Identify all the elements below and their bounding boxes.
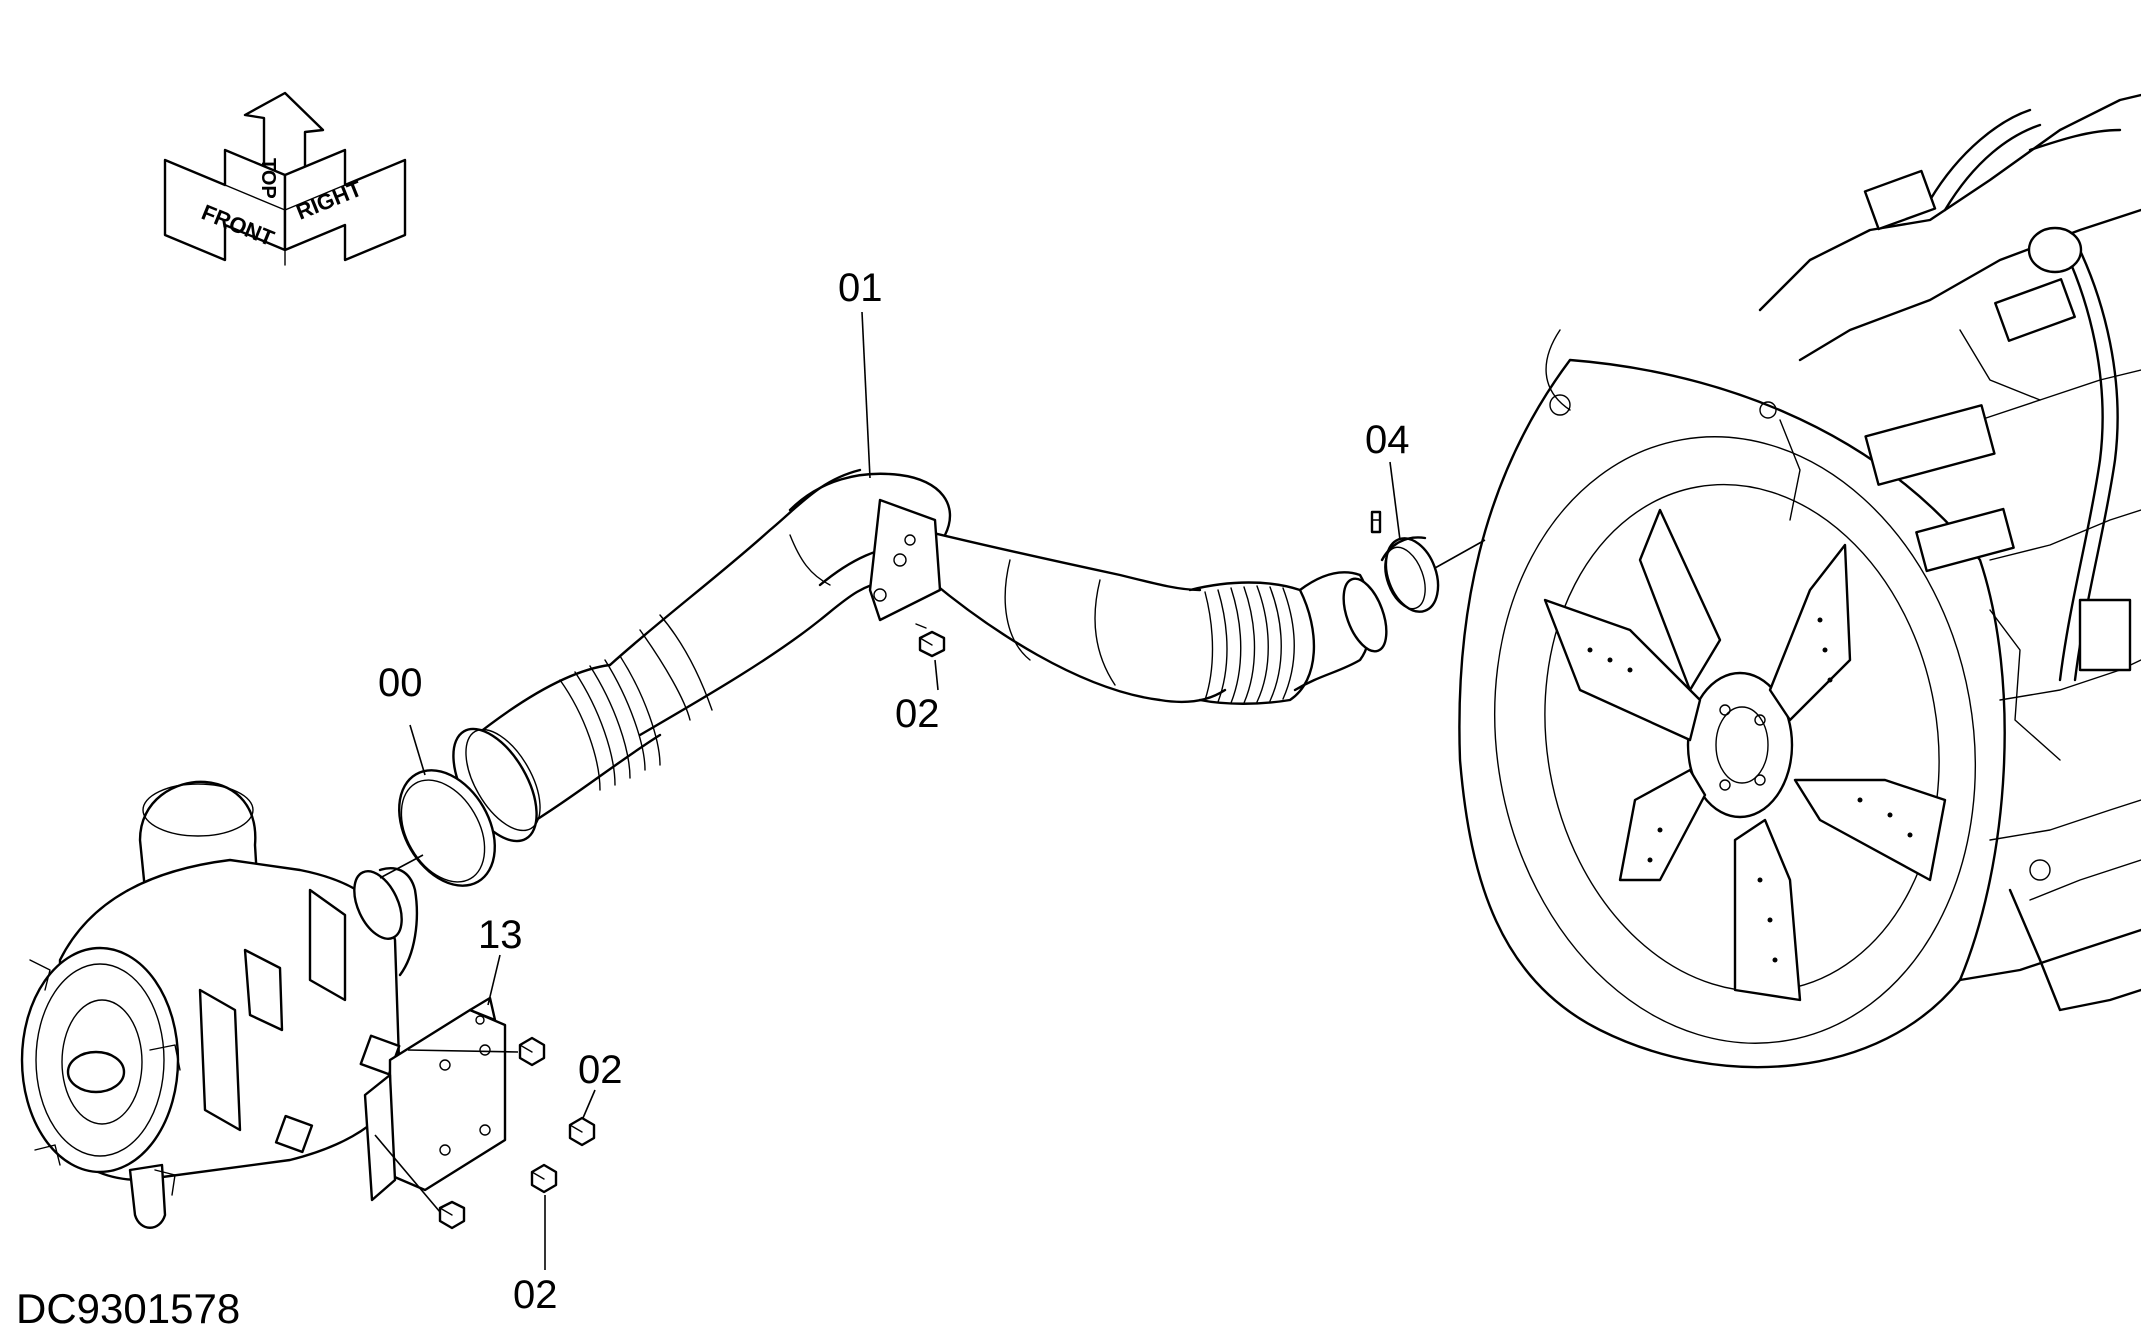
leader-lines: [374, 311, 1486, 1270]
bolt-icon: [530, 1163, 558, 1194]
fan-blade: [1733, 818, 1802, 1002]
leader-line-02e: [374, 1134, 441, 1213]
callout-00[interactable]: 00: [378, 661, 423, 705]
callout-01[interactable]: 01: [838, 266, 883, 310]
leader-line-01: [861, 311, 871, 479]
leader-line-04: [1389, 461, 1401, 541]
engine-assembly: [1458, 93, 2141, 1069]
leader-line-00b: [379, 854, 424, 879]
intake-duct: [452, 468, 1388, 843]
bolt-icon: [438, 1200, 466, 1230]
bolt-icon: [518, 1036, 546, 1067]
leader-line-02a: [934, 659, 939, 691]
callout-13[interactable]: 13: [478, 913, 523, 957]
drawing-number: DC9301578: [16, 1285, 241, 1332]
leader-line-13: [487, 954, 501, 1006]
bellows: [1188, 581, 1316, 705]
fan-blade: [1618, 768, 1707, 882]
leader-line-04b: [1434, 539, 1486, 569]
callout-02[interactable]: 02: [578, 1048, 623, 1092]
top-label: TOP: [257, 158, 279, 199]
leader-line-02b: [582, 1089, 596, 1119]
hose-clamp-00: [398, 769, 496, 887]
orientation-indicator-icon: FRONT RIGHT TOP: [163, 91, 407, 266]
fan-blade: [1768, 543, 1852, 722]
callout-02[interactable]: 02: [513, 1273, 558, 1317]
bolts-02: [438, 623, 946, 1230]
leader-line-02d: [407, 1049, 519, 1053]
inlet-ribs: [559, 614, 713, 791]
fan-blade: [1638, 508, 1722, 692]
air-cleaner: [20, 780, 419, 1229]
bolt-icon: [915, 623, 946, 658]
leader-line-00: [409, 724, 426, 776]
fan-blade: [1543, 598, 1702, 742]
hose-clamp-04: [1370, 510, 1440, 613]
bolt-icon: [568, 1116, 596, 1147]
callout-04[interactable]: 04: [1365, 418, 1410, 462]
fan-blade: [1793, 778, 1947, 882]
callout-02[interactable]: 02: [895, 692, 940, 736]
